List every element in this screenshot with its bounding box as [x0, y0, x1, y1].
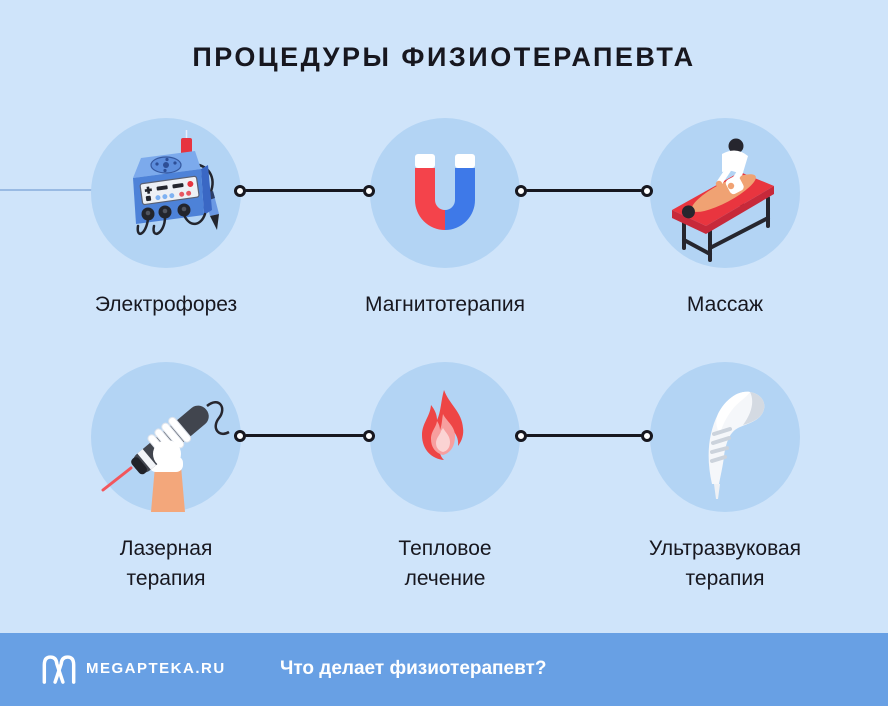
laser-handpiece-icon — [101, 401, 230, 512]
footer-tagline: Что делает физиотерапевт? — [280, 658, 547, 679]
label-ultrasound-therapy: Ультразвуковая терапия — [575, 534, 875, 594]
ultrasound-probe-icon — [708, 391, 765, 499]
label-line: Ультразвуковая — [648, 537, 802, 560]
circle-massage — [650, 118, 800, 268]
connector-line — [245, 189, 364, 192]
label-line: Тепловое — [398, 537, 492, 560]
circle-heat-treatment — [370, 362, 520, 512]
electrophoresis-device-icon — [133, 130, 219, 236]
brand-name: MEGAPTEKA.RU — [86, 660, 226, 677]
connector-node — [515, 429, 527, 442]
footer-bar: MEGAPTEKA.RU Что делает физиотерапевт? — [0, 633, 888, 706]
label-line: Лазерная — [119, 537, 213, 560]
label-laser-therapy: Лазерная терапия — [16, 534, 316, 594]
label-line: терапия — [685, 567, 765, 590]
label-electrophoresis: Электрофорез — [94, 293, 238, 316]
connector-node — [234, 429, 246, 442]
connector-line — [526, 434, 642, 437]
label-line: терапия — [126, 567, 206, 590]
circle-magnet-therapy — [370, 118, 520, 268]
circle-laser-therapy — [91, 362, 241, 512]
connector-node — [515, 184, 527, 197]
connector-node — [641, 184, 653, 197]
connector-node — [363, 184, 375, 197]
magnet-icon — [415, 154, 475, 230]
connector-node — [363, 429, 375, 442]
label-massage: Массаж — [686, 293, 764, 316]
label-magnet-therapy: Магнитотерапия — [365, 293, 525, 316]
page-title: ПРОЦЕДУРЫ ФИЗИОТЕРАПЕВТА — [192, 42, 696, 72]
connector-node — [234, 184, 246, 197]
flame-icon — [422, 390, 464, 460]
label-heat-treatment: Тепловое лечение — [295, 534, 595, 594]
connector-node — [641, 429, 653, 442]
label-line: лечение — [404, 567, 486, 590]
circle-ultrasound-therapy — [650, 362, 800, 512]
massage-table-icon — [672, 138, 774, 262]
megapteka-logo-icon — [42, 655, 76, 684]
connector-line — [526, 189, 642, 192]
connector-line — [245, 434, 364, 437]
circle-electrophoresis — [91, 118, 241, 268]
